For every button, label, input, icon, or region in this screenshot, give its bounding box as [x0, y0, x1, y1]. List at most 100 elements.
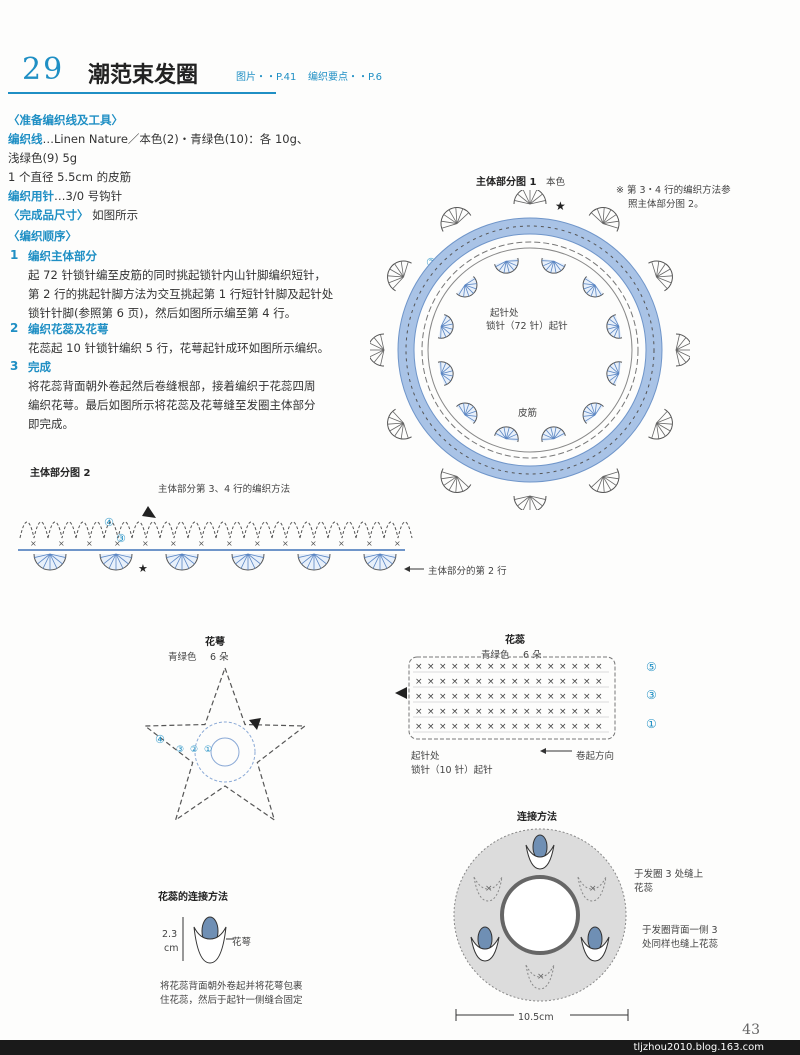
inner-shell-spoke — [506, 433, 518, 440]
stamen-join-sepal-label: 花萼 — [232, 937, 252, 948]
inner-shell-spoke — [440, 315, 448, 327]
step-1-title: 编织主体部分 — [28, 249, 97, 263]
inner-shell-spoke — [541, 260, 554, 262]
outer-shell-arc — [513, 495, 547, 510]
inner-shell-spoke — [607, 373, 619, 377]
connect-note-1a: 于发圈 3 处缝上 — [634, 869, 704, 880]
row-fan-spoke — [166, 553, 183, 558]
row-fan-spoke — [108, 553, 117, 569]
body-ring-diagram: ★ — [370, 190, 690, 510]
inner-shell-spoke — [550, 261, 555, 273]
stamen-stitch: × — [595, 692, 603, 702]
stamen-stitch: × — [427, 722, 435, 732]
row-fan-spoke — [169, 553, 183, 565]
row-loop — [19, 521, 49, 539]
inner-shell-spoke — [594, 284, 597, 297]
step-1-number: 1 — [10, 248, 19, 262]
diagram1-start-2: 锁针（72 针）起针 — [486, 321, 568, 332]
stamen-stitch: × — [487, 677, 495, 687]
ring-stitches — [405, 225, 655, 475]
connect-width: 10.5cm — [518, 1012, 554, 1023]
title-underline — [8, 92, 276, 94]
outer-shell-spoke — [602, 471, 619, 477]
stamen-stitch: × — [463, 722, 471, 732]
inner-shells — [437, 257, 623, 443]
outer-shell-spoke — [656, 263, 666, 278]
stamen-stitch: × — [583, 692, 591, 702]
stamen-stitch: × — [559, 707, 567, 717]
stamen-stitch: × — [475, 692, 483, 702]
stamen-stitch: × — [511, 692, 519, 702]
yarn-text: …Linen Nature／本色(2)・青绿色(10)：各 10g、 — [42, 132, 309, 146]
step-3-line-1: 将花蕊背面朝外卷起然后卷缝根部，接着编织于花蕊四周 — [28, 379, 316, 393]
stamen-stitch: × — [571, 677, 579, 687]
outer-shell-spoke — [602, 220, 619, 224]
row-fan-spoke — [115, 553, 124, 569]
stamen-stitch: × — [415, 677, 423, 687]
outer-shell-spoke — [529, 193, 543, 205]
row-x-mark: × — [58, 539, 65, 548]
inner-shell — [606, 361, 623, 386]
outer-shell-spoke — [602, 214, 617, 224]
row-x-mark: × — [114, 539, 121, 548]
inner-shell-spoke — [618, 361, 620, 374]
row-fan-spoke — [313, 553, 322, 569]
inner-shell-spoke — [464, 410, 477, 416]
step-2-line-1: 花蕊起 10 针锁针编织 5 行，花萼起针成环如图所示编织。 — [28, 341, 330, 355]
row-fan — [165, 553, 199, 571]
sepal-cup — [193, 926, 227, 964]
inner-shell-spoke — [464, 284, 477, 290]
stamen-stitch: × — [499, 692, 507, 702]
stamen-stitch: × — [463, 662, 471, 672]
inner-shell-spoke — [458, 284, 466, 296]
inner-shell-spoke — [607, 370, 619, 375]
stamen-count: 6 朵 — [523, 650, 542, 661]
stamen-stitch: × — [511, 677, 519, 687]
outer-shell-spoke — [441, 220, 458, 224]
inner-shell-spoke — [586, 406, 596, 416]
stamen-join-unit: cm — [164, 943, 179, 954]
stamen-stitch: × — [547, 692, 555, 702]
stamen-stitch: × — [571, 662, 579, 672]
stamen-stitch: × — [547, 722, 555, 732]
row-loop — [299, 521, 329, 539]
rows-diagram: ×××××××××××××× ★ — [18, 506, 413, 575]
outer-shell — [675, 333, 690, 367]
row-fan-spoke — [367, 553, 381, 565]
stamen-row-3: ③ — [646, 688, 657, 702]
outer-shell-spoke — [441, 471, 458, 477]
outer-shell — [513, 495, 547, 510]
outer-shell-spoke — [441, 223, 458, 229]
outer-shell-spoke — [602, 209, 612, 224]
row-fan-spoke — [115, 553, 129, 565]
row-fan-spoke — [301, 553, 315, 565]
outer-shell-spoke — [522, 495, 531, 510]
inner-shell-spoke — [464, 414, 477, 417]
stamen-stitch: × — [463, 707, 471, 717]
stamen-stitch: × — [487, 662, 495, 672]
inner-shell-spoke — [441, 373, 453, 377]
attached-bud — [580, 926, 610, 962]
outer-shell-spoke — [656, 416, 672, 424]
outer-shell-spoke — [602, 476, 605, 493]
inner-shell-spoke — [498, 428, 507, 440]
inner-shell-spoke — [505, 429, 515, 440]
outer-shell — [387, 408, 412, 440]
inner-shell-spoke — [594, 403, 597, 416]
stamen-join-cap-1: 将花蕊背面朝外卷起并将花萼包裹 — [160, 981, 303, 992]
stamen-join-title: 花蕊的连接方法 — [158, 892, 228, 903]
inner-shell-spoke — [464, 283, 477, 286]
sepal-color: 青绿色 — [168, 652, 197, 663]
inner-shell — [606, 314, 623, 339]
inner-shell-spoke — [506, 260, 518, 267]
sepal-start-triangle — [249, 718, 261, 730]
inner-shell-spoke — [594, 284, 602, 296]
row-loop — [271, 521, 301, 539]
stamen-stitch: × — [451, 662, 459, 672]
row-fan-spoke — [49, 553, 66, 558]
inner-shell-spoke — [590, 403, 596, 416]
materials-heading: 〈准备编织线及工具〉 — [8, 113, 123, 127]
outer-shell-spoke — [387, 275, 404, 278]
inner-shell-spoke — [541, 438, 554, 440]
inner-shell-spoke — [608, 318, 620, 327]
